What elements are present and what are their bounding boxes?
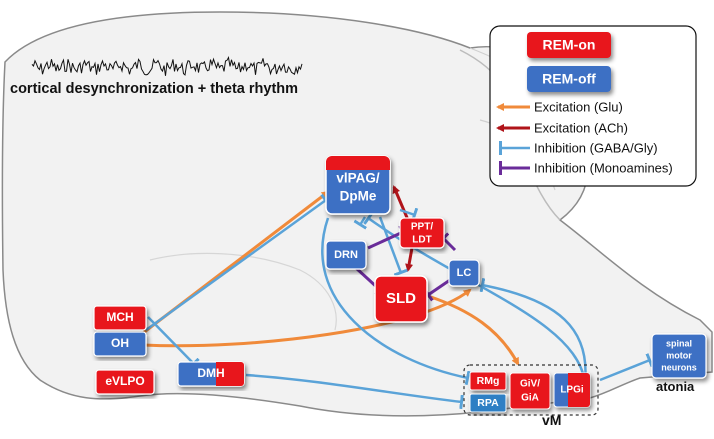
vlpag-to-sld-tee — [378, 216, 408, 277]
vlpag-label-line2: DpMe — [340, 189, 377, 204]
sld-label: SLD — [386, 290, 416, 307]
legend-rem-off-swatch — [527, 66, 611, 92]
node-dmh — [177, 361, 245, 387]
node-vlpag — [325, 155, 391, 215]
node-lc — [448, 259, 480, 287]
rmg-label: RMg — [477, 375, 500, 387]
giv-label-line1: GiV/ — [520, 379, 540, 390]
node-spinal-motor-neurons — [651, 333, 707, 379]
node-giv-gia — [509, 372, 551, 410]
vlpag-to-ppt-tee — [399, 207, 419, 222]
mch-to-vlpag-tee — [145, 193, 331, 332]
legend-rem-on-swatch — [527, 32, 611, 58]
vlpag-label-line1: vlPAG/ — [336, 171, 380, 186]
vlpag-to-vm-tee — [321, 217, 471, 386]
node-drn — [325, 240, 367, 270]
legend-item-ach: Excitation (ACh) — [534, 120, 628, 135]
ppt-to-sld-arrow — [405, 247, 414, 272]
node-lpgi — [553, 372, 591, 408]
oh-label: OH — [111, 336, 129, 350]
ppt-to-vlpag-arrow — [392, 185, 410, 221]
giv-label-line2: GiA — [521, 393, 539, 404]
spinal-label-line1: spinal — [666, 338, 692, 348]
brainstem-contour — [149, 252, 337, 331]
mch-to-dmh-tee — [147, 316, 200, 370]
evlpo-label: eVLPO — [105, 374, 144, 388]
drn-to-ppt-tee — [367, 225, 407, 250]
dmh-label: DMH — [197, 366, 224, 380]
node-oh — [93, 331, 147, 357]
rpa-label: RPA — [477, 397, 499, 409]
dmh-to-rpa-tee — [245, 373, 464, 410]
atonia-label: atonia — [656, 379, 695, 394]
legend-item-glu: Excitation (Glu) — [534, 99, 623, 114]
vm-region-outline — [463, 364, 599, 416]
oh-to-lc-arrow — [142, 288, 472, 348]
eeg-label: cortical desynchronization + theta rhyth… — [10, 81, 298, 97]
inhibition-gaba-connections — [145, 193, 654, 410]
node-evlpo — [95, 369, 155, 395]
legend-rem-on-label: REM-on — [543, 37, 596, 53]
lc-to-ppt-tee — [437, 232, 457, 252]
legend-item-gaba: Inhibition (GABA/Gly) — [534, 140, 658, 155]
lpgi-label: LPGi — [560, 385, 584, 396]
lc-label: LC — [457, 267, 472, 279]
drn-label: DRN — [334, 249, 358, 261]
eeg-trace — [31, 55, 303, 76]
node-mch — [93, 305, 147, 331]
node-rmg — [469, 371, 507, 391]
legend-box: REM-on REM-off Excitation (Glu) Excitati… — [489, 25, 697, 187]
node-rpa — [469, 393, 507, 413]
ppt-label-line2: LDT — [412, 235, 431, 246]
spinal-label-line2: motor — [666, 350, 692, 360]
vm-to-spinal-tee — [599, 353, 654, 382]
node-ppt-ldt — [399, 217, 445, 249]
spinal-label-line3: neurons — [661, 362, 697, 372]
excitation-ach-connections — [392, 185, 414, 272]
ppt-label-line1: PPT/ — [411, 222, 433, 233]
legend-rem-off-label: REM-off — [542, 71, 596, 87]
legend-item-monoamines: Inhibition (Monoamines) — [534, 160, 673, 175]
mch-label: MCH — [106, 310, 133, 324]
lc-to-sld-tee — [423, 278, 451, 302]
vm-label: vM — [542, 412, 561, 428]
node-sld — [374, 275, 428, 323]
sld-to-vm-arrow — [427, 294, 520, 366]
